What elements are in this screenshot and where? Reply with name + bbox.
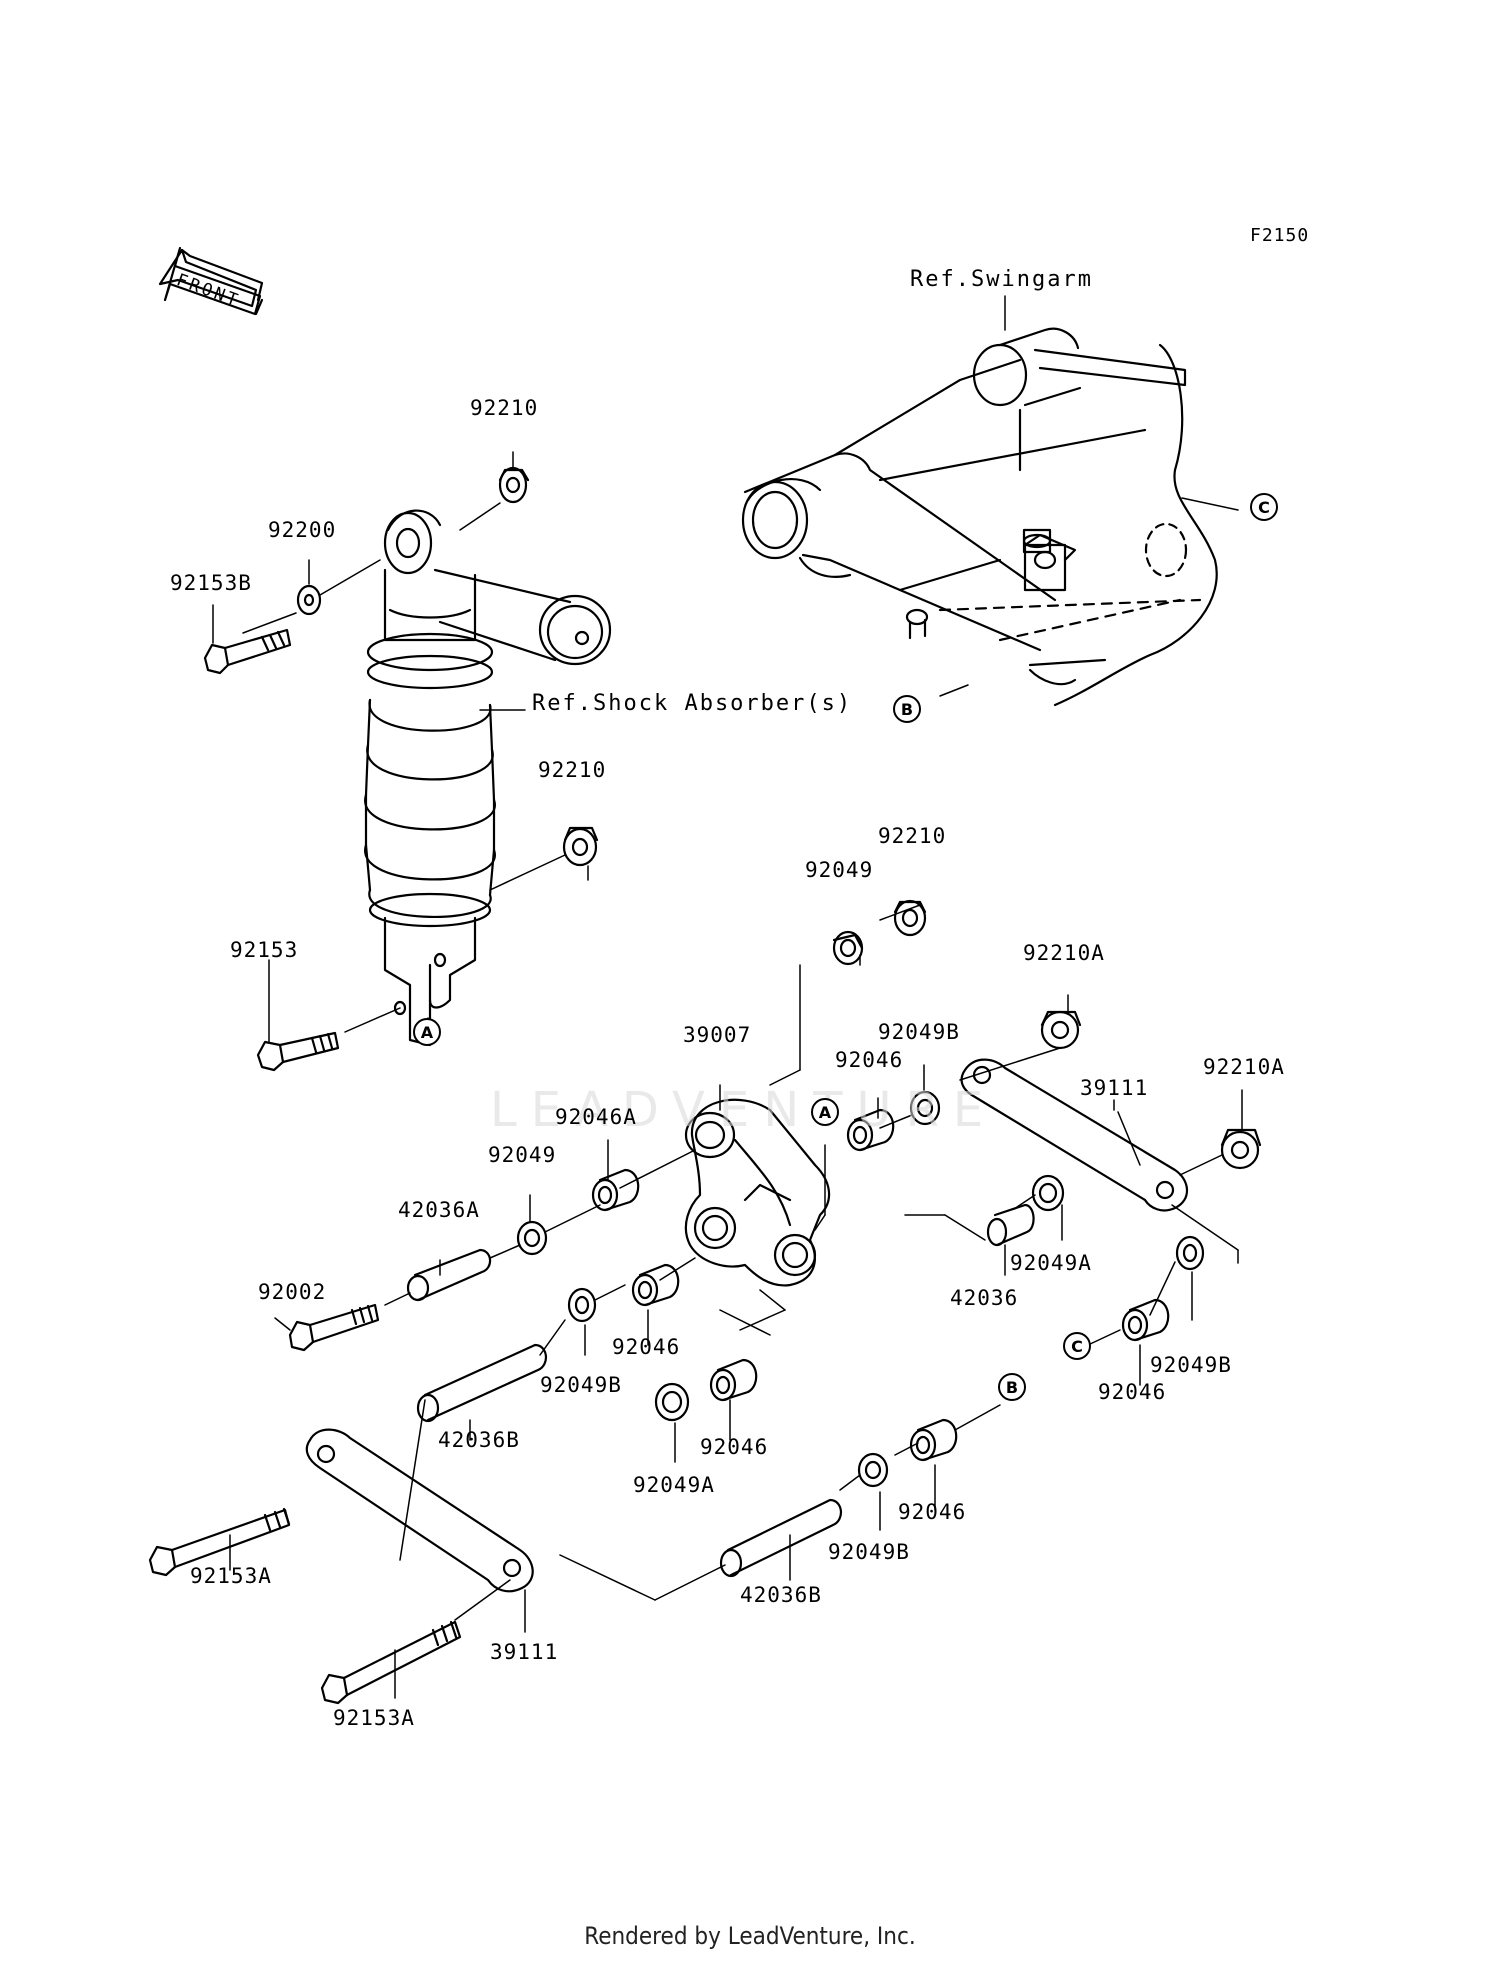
tie-rod-39111-lower	[305, 1428, 534, 1593]
part-label[interactable]: 92200	[268, 518, 337, 542]
part-label[interactable]: 92210	[878, 824, 947, 848]
shock-absorber-drawing	[364, 509, 612, 1047]
front-arrow-icon	[158, 246, 264, 316]
diagram-code: F2150	[1250, 225, 1310, 246]
part-label[interactable]: 92049B	[878, 1020, 960, 1044]
rocker-arm-39007	[684, 1098, 831, 1287]
part-label[interactable]: 39111	[1080, 1076, 1149, 1100]
part-label[interactable]: 92210A	[1023, 941, 1105, 965]
part-label[interactable]: 42036	[950, 1286, 1019, 1310]
part-label[interactable]: 42036B	[438, 1428, 520, 1452]
part-label[interactable]: 92153A	[333, 1706, 415, 1730]
part-label[interactable]: 92049A	[633, 1473, 715, 1497]
part-label[interactable]: 92153A	[190, 1564, 272, 1588]
part-label[interactable]: 39007	[683, 1023, 752, 1047]
part-label[interactable]: 92049	[488, 1143, 557, 1167]
connector-c: C	[1250, 493, 1278, 521]
bolt-92153	[256, 1031, 340, 1072]
connector-a: A	[811, 1098, 839, 1126]
part-label[interactable]: 92046	[612, 1335, 681, 1359]
part-label[interactable]: 42036A	[398, 1198, 480, 1222]
connector-c: C	[1063, 1332, 1091, 1360]
part-label[interactable]: 92046	[700, 1435, 769, 1459]
connector-a: A	[413, 1018, 441, 1046]
connector-b: B	[893, 695, 921, 723]
part-label[interactable]: 92153B	[170, 571, 252, 595]
connector-b: B	[998, 1373, 1026, 1401]
part-label[interactable]: 92002	[258, 1280, 327, 1304]
part-label[interactable]: 92046	[1098, 1380, 1167, 1404]
part-label[interactable]: 92210A	[1203, 1055, 1285, 1079]
ref-shock-absorber: Ref.Shock Absorber(s)	[532, 691, 853, 716]
part-label[interactable]: 92046	[835, 1048, 904, 1072]
nut-92210-top	[498, 466, 530, 504]
bolt-92153b	[203, 628, 292, 675]
part-label[interactable]: 92153	[230, 938, 299, 962]
part-label[interactable]: 42036B	[740, 1583, 822, 1607]
part-label[interactable]: 92046	[898, 1500, 967, 1524]
watermark: LEADVENTURE	[490, 1082, 998, 1138]
leader-lines	[212, 295, 1243, 1699]
part-label[interactable]: 92049A	[1010, 1251, 1092, 1275]
part-label[interactable]: 92046A	[555, 1105, 637, 1129]
part-label[interactable]: 92049B	[1150, 1353, 1232, 1377]
part-label[interactable]: 92210	[538, 758, 607, 782]
part-label[interactable]: 92049B	[828, 1540, 910, 1564]
part-label[interactable]: 39111	[490, 1640, 559, 1664]
part-label[interactable]: 92210	[470, 396, 539, 420]
nut-92210-mid	[562, 826, 599, 867]
swingarm-drawing	[741, 327, 1218, 707]
footer-credit: Rendered by LeadVenture, Inc.	[584, 1922, 916, 1950]
small-parts	[148, 899, 1262, 1705]
part-label[interactable]: 92049B	[540, 1373, 622, 1397]
part-label[interactable]: 92049	[805, 858, 874, 882]
ref-swingarm: Ref.Swingarm	[910, 267, 1093, 292]
